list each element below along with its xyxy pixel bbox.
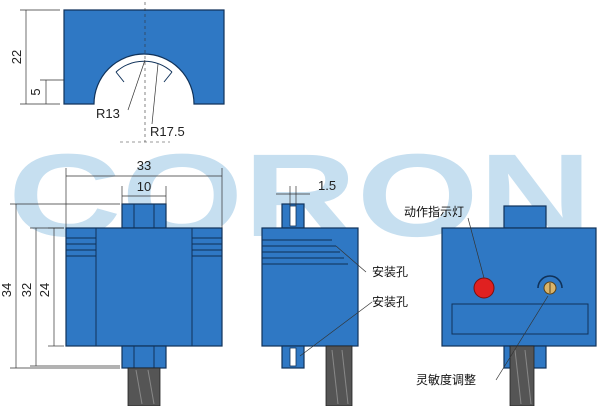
top-view-body <box>63 9 225 105</box>
dim-total-height: 34 <box>0 283 14 297</box>
dim-inner-height: 24 <box>37 283 52 297</box>
top-view: 22 5 R13 R17.5 <box>9 2 225 143</box>
front-left-ribs <box>66 237 96 257</box>
dim-body-height: 32 <box>19 283 34 297</box>
front-body <box>65 227 223 347</box>
indicator-light-icon <box>473 277 495 299</box>
front-bottom-tab <box>121 345 167 369</box>
label-indicator-light: 动作指示灯 <box>404 204 464 219</box>
dim-top-slot: 5 <box>28 88 43 95</box>
dim-outer-radius: R17.5 <box>150 124 185 139</box>
adjust-knob-arc <box>537 275 563 289</box>
label-mount-hole-1: 安装孔 <box>372 264 408 279</box>
front-top-tab <box>121 203 167 229</box>
rear-view: 动作指示灯 灵敏度调整 <box>404 204 597 406</box>
top-view-outer-arc <box>115 60 173 73</box>
rear-top-tab <box>503 205 547 229</box>
dim-width: 33 <box>137 158 151 173</box>
rear-body <box>441 227 597 347</box>
dim-top-height: 22 <box>9 50 24 64</box>
front-right-ribs <box>192 237 222 257</box>
side-cable <box>325 345 353 406</box>
side-body <box>261 227 359 347</box>
rear-cable <box>509 345 535 406</box>
dim-inner-radius: R13 <box>96 106 120 121</box>
front-view: 33 10 34 32 24 <box>0 158 223 406</box>
rear-label-panel <box>451 303 589 335</box>
label-sensitivity-adjust: 灵敏度调整 <box>416 372 476 387</box>
side-ribs <box>262 239 348 265</box>
side-view: 1.5 安装孔 安装孔 <box>261 178 408 406</box>
label-mount-hole-2: 安装孔 <box>372 294 408 309</box>
dim-side-slot: 1.5 <box>318 178 336 193</box>
dim-slot-width: 10 <box>137 179 151 194</box>
front-cable <box>127 367 161 406</box>
